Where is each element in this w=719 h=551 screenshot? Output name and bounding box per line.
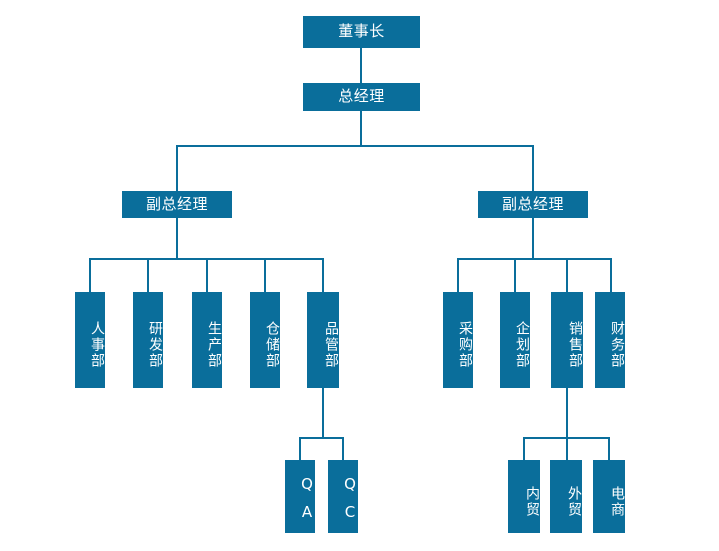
- node-production-department-label: 生产部: [206, 321, 222, 369]
- connector-to-production: [206, 258, 208, 292]
- connector-to-ecommerce: [608, 437, 610, 460]
- node-vice-gm-right[interactable]: 副总经理: [478, 191, 588, 218]
- connector-to-planning: [514, 258, 516, 292]
- node-qa-label: QA: [298, 474, 316, 531]
- connector-gm-bus: [176, 145, 533, 147]
- connector-vice-gm-left-drop: [176, 218, 178, 258]
- connector-to-warehouse: [264, 258, 266, 292]
- connector-sales-drop: [566, 388, 568, 437]
- connector-gm-drop: [360, 111, 362, 145]
- node-warehouse-department[interactable]: 仓储部: [250, 292, 280, 388]
- node-vice-gm-left-label: 副总经理: [145, 194, 208, 213]
- node-foreign-trade-label: 外贸: [566, 485, 582, 518]
- connector-quality-drop: [322, 388, 324, 437]
- node-chairman[interactable]: 董事长: [303, 16, 420, 48]
- node-vice-gm-right-label: 副总经理: [501, 194, 564, 213]
- node-sales-department[interactable]: 销售部: [551, 292, 583, 388]
- connector-to-qc: [342, 437, 344, 460]
- connector-bus-to-vice-gm-left: [176, 145, 178, 191]
- node-finance-department[interactable]: 财务部: [595, 292, 625, 388]
- node-ecommerce-label: 电商: [609, 485, 625, 518]
- node-rd-department[interactable]: 研发部: [133, 292, 163, 388]
- node-ecommerce[interactable]: 电商: [593, 460, 625, 533]
- node-planning-department-label: 企划部: [514, 321, 530, 369]
- node-general-manager[interactable]: 总经理: [303, 83, 420, 111]
- node-rd-department-label: 研发部: [147, 321, 163, 369]
- connector-right-dept-bus: [457, 258, 611, 260]
- node-finance-department-label: 财务部: [609, 321, 625, 369]
- connector-vice-gm-right-drop: [532, 218, 534, 258]
- connector-to-quality: [322, 258, 324, 292]
- node-purchasing-department[interactable]: 采购部: [443, 292, 473, 388]
- node-warehouse-department-label: 仓储部: [264, 321, 280, 369]
- node-general-manager-label: 总经理: [338, 87, 385, 106]
- connector-to-sales: [566, 258, 568, 292]
- connector-to-domestic-trade: [523, 437, 525, 460]
- connector-to-qa: [299, 437, 301, 460]
- node-qc[interactable]: QC: [328, 460, 359, 533]
- node-hr-department[interactable]: 人事部: [75, 292, 105, 388]
- node-foreign-trade[interactable]: 外贸: [550, 460, 582, 533]
- node-qc-label: QC: [341, 474, 359, 531]
- connector-quality-bus: [299, 437, 344, 439]
- node-qa[interactable]: QA: [285, 460, 316, 533]
- node-vice-gm-left[interactable]: 副总经理: [122, 191, 232, 218]
- node-domestic-trade[interactable]: 内贸: [508, 460, 540, 533]
- node-quality-department[interactable]: 品管部: [307, 292, 339, 388]
- connector-bus-to-vice-gm-right: [532, 145, 534, 191]
- connector-to-foreign-trade: [566, 437, 568, 460]
- node-quality-department-label: 品管部: [323, 321, 339, 369]
- connector-to-purchasing: [457, 258, 459, 292]
- node-chairman-label: 董事长: [338, 22, 385, 41]
- node-production-department[interactable]: 生产部: [192, 292, 222, 388]
- node-planning-department[interactable]: 企划部: [500, 292, 530, 388]
- node-domestic-trade-label: 内贸: [524, 485, 540, 518]
- node-purchasing-department-label: 采购部: [457, 321, 473, 369]
- connector-to-rd: [147, 258, 149, 292]
- connector-chairman-to-gm: [360, 48, 362, 83]
- connector-to-finance: [610, 258, 612, 292]
- node-sales-department-label: 销售部: [567, 321, 583, 369]
- connector-to-hr: [89, 258, 91, 292]
- node-hr-department-label: 人事部: [89, 321, 105, 369]
